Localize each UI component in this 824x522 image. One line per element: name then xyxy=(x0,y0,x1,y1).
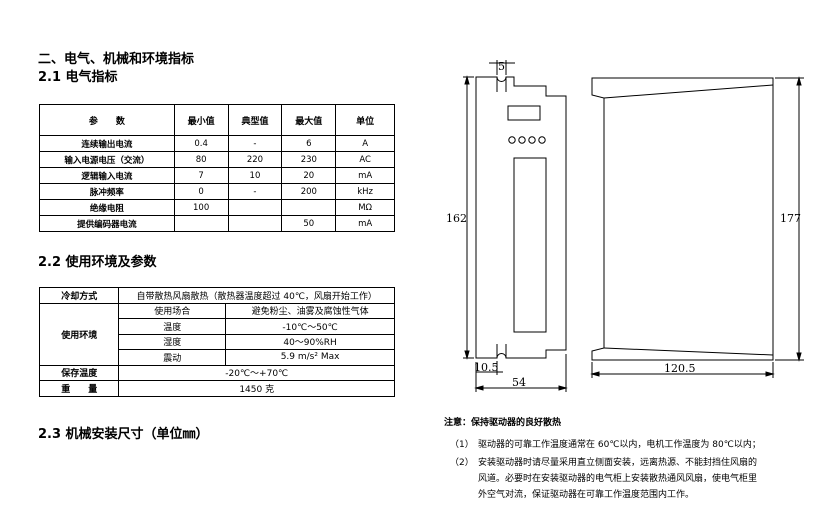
dim-label-162: 162 xyxy=(446,212,467,225)
note-title: 注意：保持驱动器的良好散热 xyxy=(444,418,562,428)
table-row: 震动 5.9 m/s² Max xyxy=(40,349,395,366)
table-row: 重 量 1450 克 xyxy=(38,380,395,397)
side-view-outline xyxy=(591,77,774,361)
note-item-2-line-3: 外空气对流，保证驱动器在可靠工作温度范围内工作。 xyxy=(478,490,695,500)
dim-label-54: 54 xyxy=(512,376,526,389)
param-name: 提供编码器电流 xyxy=(39,215,175,232)
front-view-outline xyxy=(475,76,567,359)
env-label: 使用环境 xyxy=(38,302,120,366)
note-item-2-number: （2） xyxy=(450,458,474,468)
weight-value: 1450 克 xyxy=(118,380,395,397)
dim-label-177: 177 xyxy=(780,212,801,225)
button-3 xyxy=(528,136,536,144)
dim-label-top: 5 xyxy=(498,60,505,73)
note-item-2-line-1: 安装驱动器时请尽量采用直立侧面安装，远离热源、不能封挡住风扇的 xyxy=(478,458,758,468)
table-row: 逻辑输入电流 7 10 20 mA xyxy=(39,167,395,184)
button-4 xyxy=(538,136,546,144)
section-2-1-title: 2.1 电气指标 xyxy=(38,70,118,85)
max-value: 50 xyxy=(281,215,337,232)
table-row: 冷却方式 自带散热风扇散热（散热器温度超过 40℃，风扇开始工作） xyxy=(38,287,395,304)
button-2 xyxy=(518,136,526,144)
dim-label-10-5: 10.5 xyxy=(474,361,499,374)
unit-value: mA xyxy=(335,215,395,232)
note-item-1-number: （1） xyxy=(450,440,474,450)
section-2-title: 二、电气、机械和环境指标 xyxy=(38,52,195,67)
section-2-2-title: 2.2 使用环境及参数 xyxy=(38,255,157,270)
dim-label-120-5: 120.5 xyxy=(664,362,696,375)
weight-label: 重 量 xyxy=(38,380,120,397)
note-item-2-line-2: 风道。必要时在安装驱动器的电气柜上安装散热通风风扇，使电气柜里 xyxy=(478,474,758,484)
note-item-1-line: 驱动器的可靠工作温度通常在 60℃以内，电机工作温度为 80℃以内； xyxy=(478,440,761,450)
table-row: 提供编码器电流 50 mA xyxy=(39,215,395,232)
min-value xyxy=(173,215,229,232)
display-window xyxy=(507,105,541,121)
button-1 xyxy=(508,136,516,144)
connector-block xyxy=(513,157,547,333)
header-min: 最小值 xyxy=(173,104,229,136)
table-row: 温度 -10℃～50℃ xyxy=(40,318,395,335)
table-row: 绝缘电阻 100 MΩ xyxy=(39,199,395,216)
table-row: 输入电源电压（交流） 80 220 230 AC xyxy=(39,151,395,168)
environment-table: 冷却方式 自带散热风扇散热（散热器温度超过 40℃，风扇开始工作） 使用环境 使… xyxy=(38,287,395,397)
unit-value: mA xyxy=(335,167,395,184)
section-2-3-title: 2.3 机械安装尺寸（单位㎜） xyxy=(38,427,209,442)
electrical-spec-table: 参 数 最小值 典型值 最大值 单位 连续输出电流 0.4 - 6 A 输入电源… xyxy=(39,104,395,232)
